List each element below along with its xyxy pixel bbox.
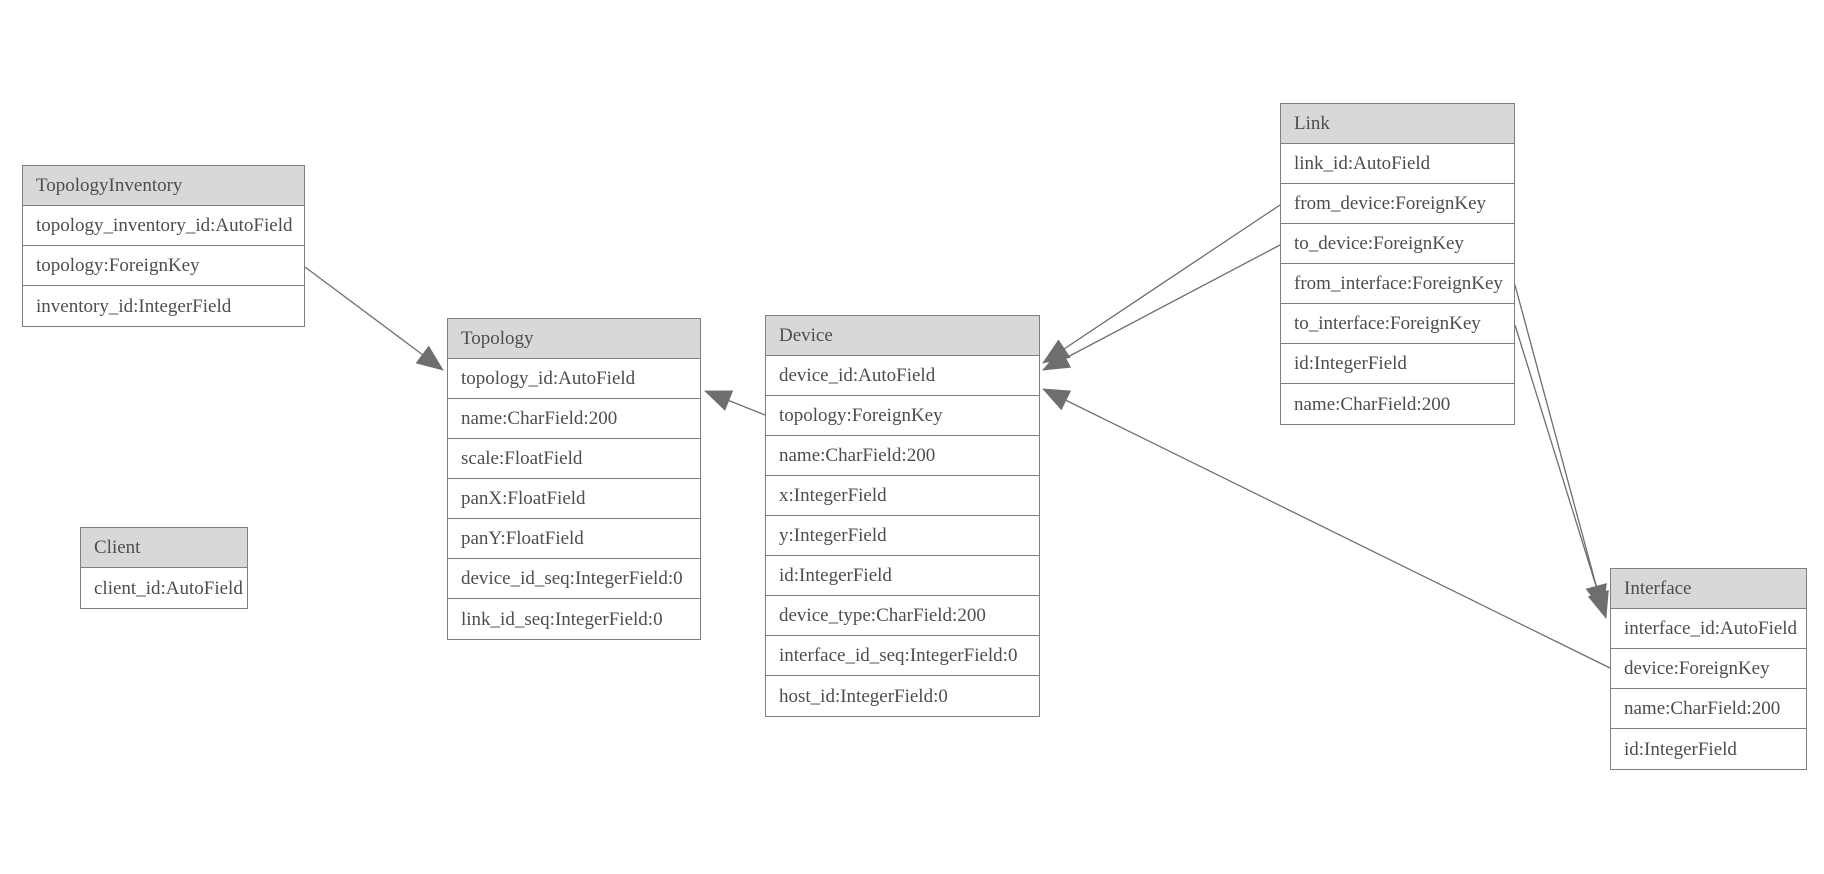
entity-field-row: device_id_seq:IntegerField:0 bbox=[448, 559, 700, 599]
entity-field-row: link_id:AutoField bbox=[1281, 144, 1514, 184]
entity-field-row: id:IntegerField bbox=[1611, 729, 1806, 769]
entity-field-row: link_id_seq:IntegerField:0 bbox=[448, 599, 700, 639]
entity-field-row: host_id:IntegerField:0 bbox=[766, 676, 1039, 716]
entity-field-row: panX:FloatField bbox=[448, 479, 700, 519]
entity-field-row: topology:ForeignKey bbox=[766, 396, 1039, 436]
entity-field-row: from_interface:ForeignKey bbox=[1281, 264, 1514, 304]
relationship-arrow-link-to_device bbox=[1042, 244, 1281, 371]
entity-title: Interface bbox=[1611, 569, 1806, 609]
entity-field-row: client_id:AutoField bbox=[81, 568, 247, 608]
relationship-arrow-link-to_interface bbox=[1514, 324, 1609, 619]
entity-field-row: topology_inventory_id:AutoField bbox=[23, 206, 304, 246]
entity-field-row: id:IntegerField bbox=[766, 556, 1039, 596]
entity-field-row: interface_id_seq:IntegerField:0 bbox=[766, 636, 1039, 676]
entity-field-row: inventory_id:IntegerField bbox=[23, 286, 304, 326]
entity-field-row: scale:FloatField bbox=[448, 439, 700, 479]
entity-field-row: device_id:AutoField bbox=[766, 356, 1039, 396]
entity-field-row: to_device:ForeignKey bbox=[1281, 224, 1514, 264]
relationship-arrow-link-from_interface bbox=[1514, 284, 1607, 612]
entity-field-row: y:IntegerField bbox=[766, 516, 1039, 556]
entity-field-row: to_interface:ForeignKey bbox=[1281, 304, 1514, 344]
relationship-arrow-interface-device bbox=[1042, 388, 1611, 669]
entity-field-row: topology:ForeignKey bbox=[23, 246, 304, 286]
entity-field-row: device:ForeignKey bbox=[1611, 649, 1806, 689]
entity-field-row: interface_id:AutoField bbox=[1611, 609, 1806, 649]
entity-title: TopologyInventory bbox=[23, 166, 304, 206]
entity-field-row: name:CharField:200 bbox=[766, 436, 1039, 476]
entity-title: Link bbox=[1281, 104, 1514, 144]
entity-field-row: name:CharField:200 bbox=[1611, 689, 1806, 729]
entity-title: Device bbox=[766, 316, 1039, 356]
entity-field-row: name:CharField:200 bbox=[448, 399, 700, 439]
entity-field-row: panY:FloatField bbox=[448, 519, 700, 559]
entity-field-row: name:CharField:200 bbox=[1281, 384, 1514, 424]
relationship-arrow-link-from_device bbox=[1042, 204, 1281, 364]
entity-title: Client bbox=[81, 528, 247, 568]
entity-field-row: x:IntegerField bbox=[766, 476, 1039, 516]
entity-field-row: from_device:ForeignKey bbox=[1281, 184, 1514, 224]
relationship-arrow-topologyinventory-topology bbox=[304, 266, 444, 371]
entity-field-row: device_type:CharField:200 bbox=[766, 596, 1039, 636]
entity-title: Topology bbox=[448, 319, 700, 359]
entity-field-row: topology_id:AutoField bbox=[448, 359, 700, 399]
entity-field-row: id:IntegerField bbox=[1281, 344, 1514, 384]
relationship-arrow-device-topology bbox=[704, 390, 766, 416]
